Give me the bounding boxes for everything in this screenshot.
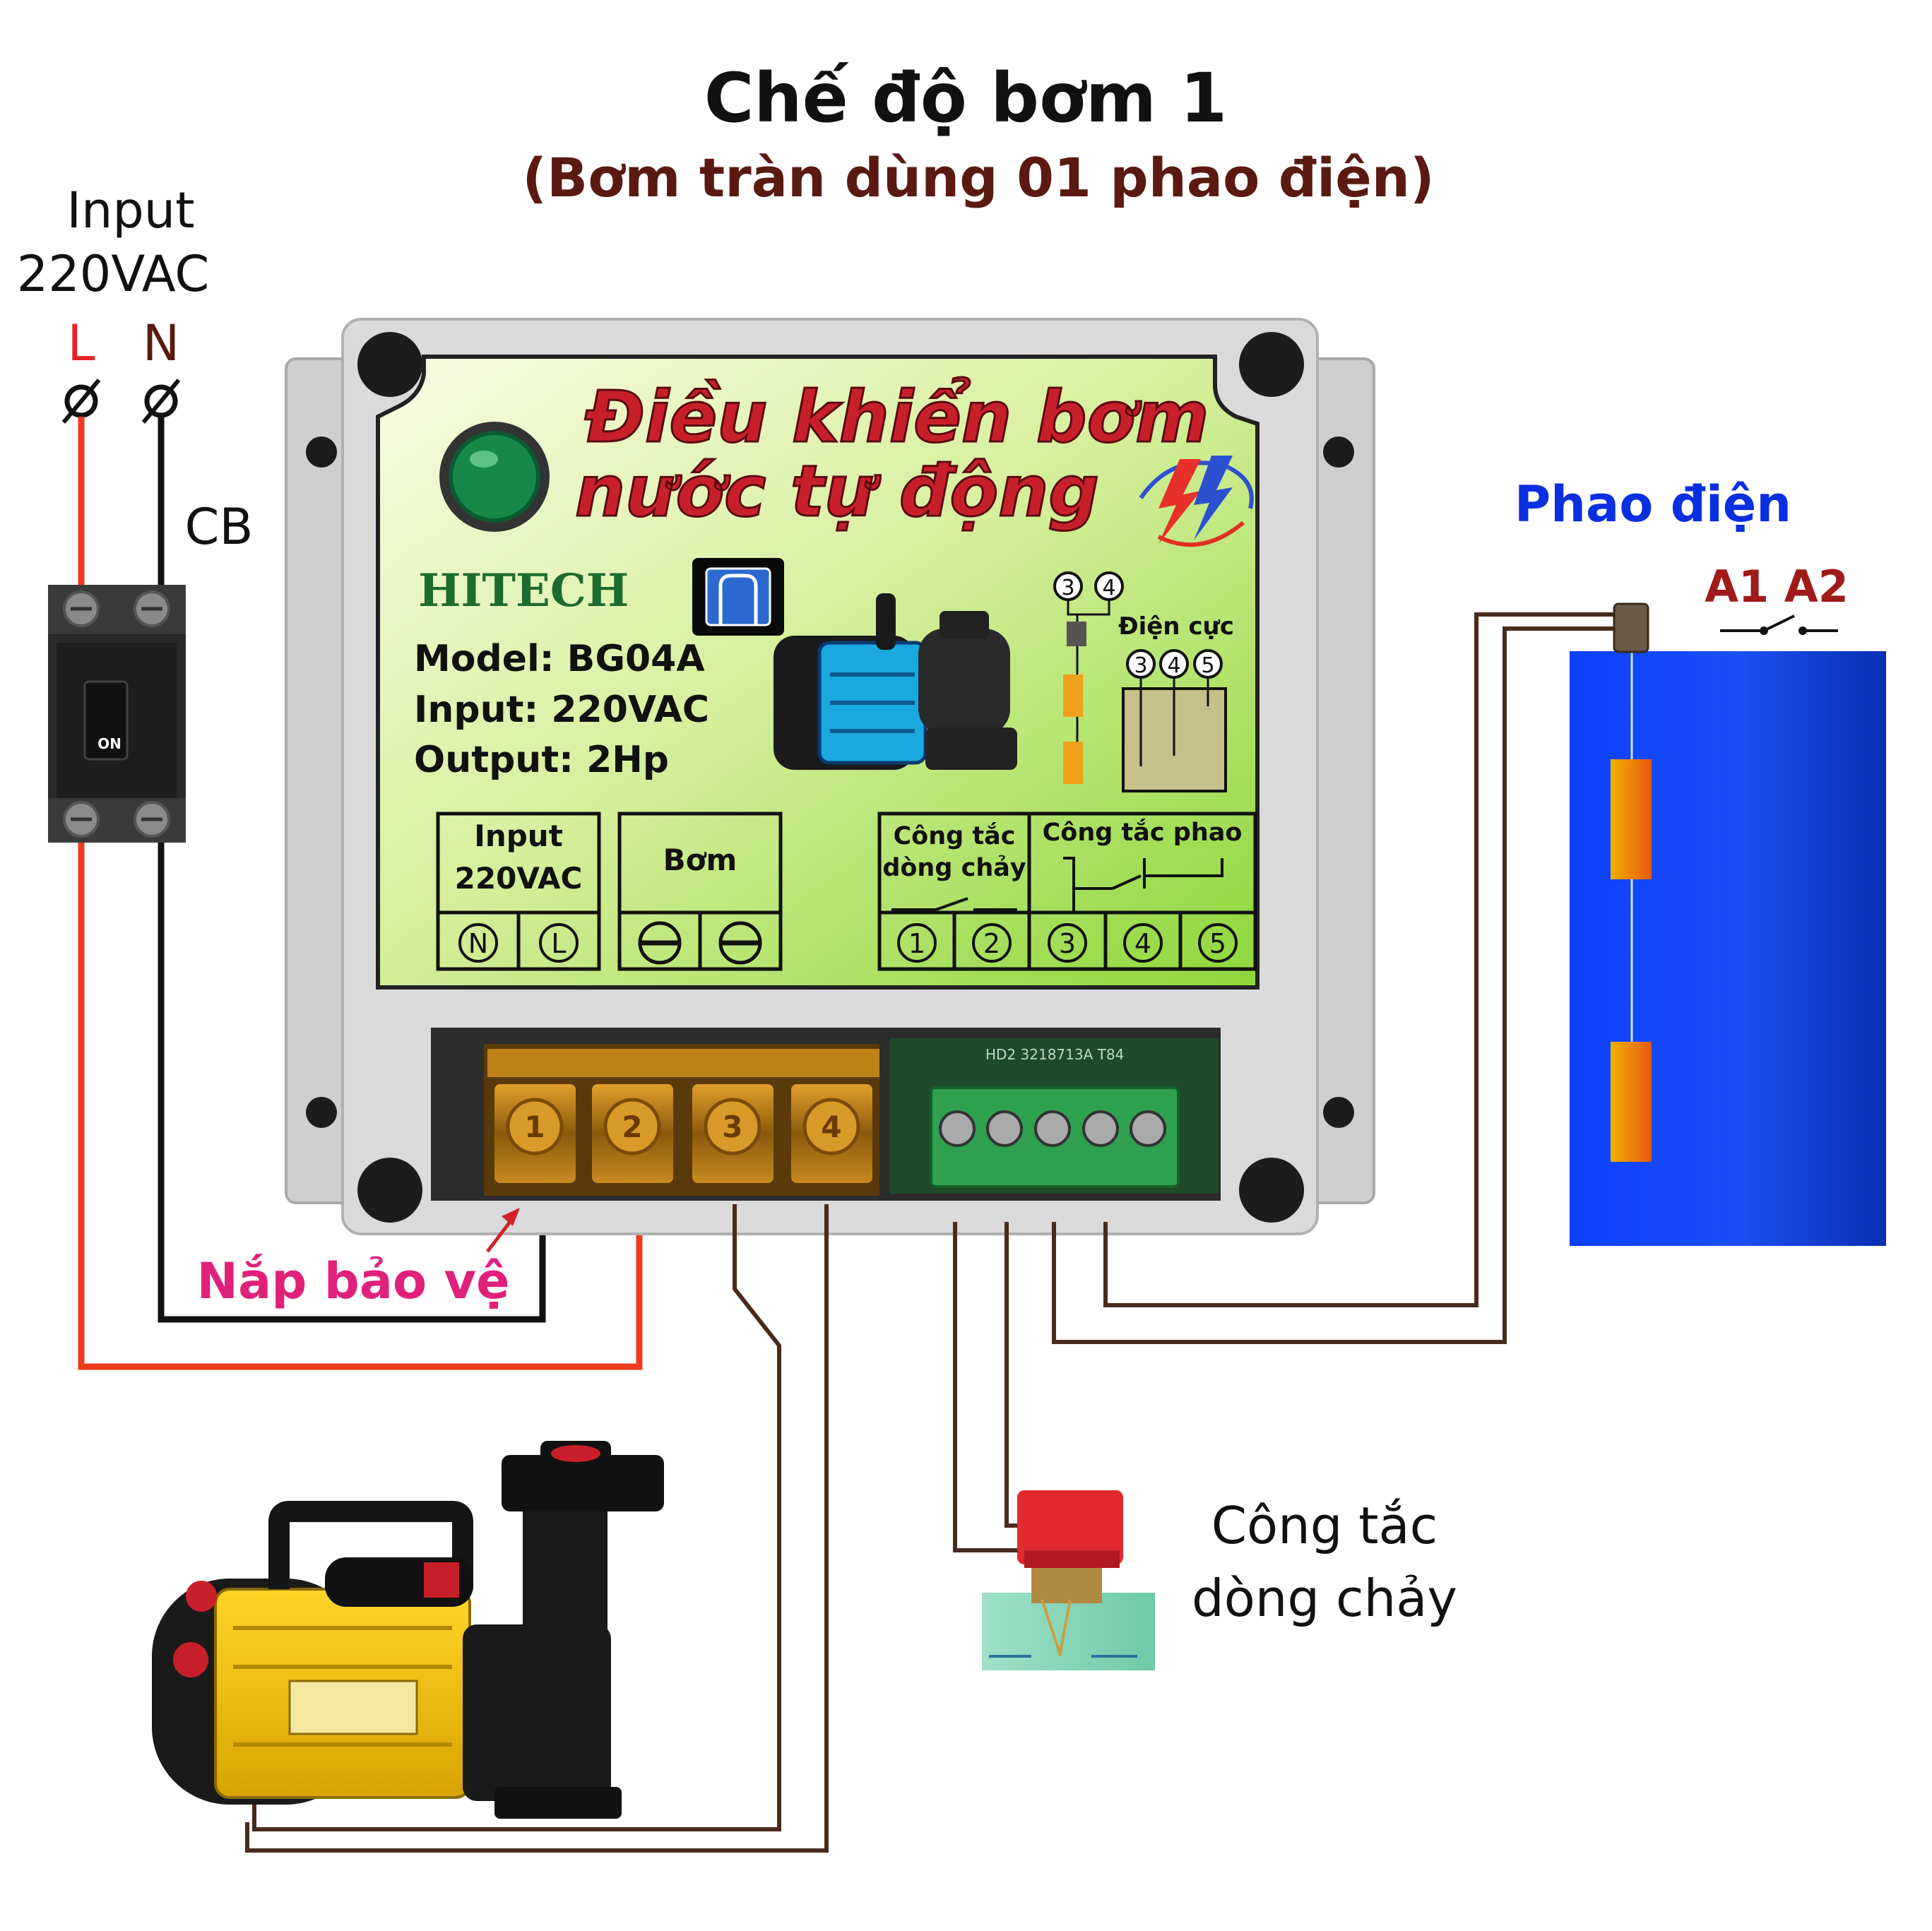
power-terminal-block: 1 2 3 4 [484,1044,879,1196]
wire-l-bottom [78,840,643,1370]
terminal-2: 2 [983,928,1000,959]
box-input-line2: 220VAC [455,861,583,896]
a1a2-label: A1 A2 [1705,561,1849,612]
wire-n-bottom [158,840,546,1323]
flow-switch-label-line2: dòng chảy [1192,1569,1457,1628]
cb-label: CB [185,498,254,556]
terminal-l: L [551,928,566,959]
screw-hole-icon [1239,332,1304,397]
box-flow-line1: Công tắc [894,821,1016,850]
float-switch-symbol-icon [1063,857,1223,911]
screw-icon [1082,1110,1119,1147]
screw-icon [1130,1110,1166,1147]
wire-float-2 [1103,612,1618,1307]
switch-symbol-icon [1720,614,1838,635]
supply-label-line1: Input [66,182,194,239]
controller-label-panel: Điều khiển bơm nước tự động HITECH Model… [414,375,1257,971]
terminal-5: 5 [1209,928,1226,959]
box-input-line1: Input [474,819,563,853]
screw-terminal-icon [592,1084,673,1183]
n-terminal-icon [141,379,181,424]
electrode-top-3: 3 [1061,576,1074,600]
screw-icon [986,1110,1023,1147]
supply-label-line2: 220VAC [17,245,210,303]
float-label: Phao điện [1515,475,1791,533]
supply-n-label: N [143,314,179,372]
terminal-n: N [468,928,488,959]
indicator-led-icon [449,431,540,523]
terminal-1: 1 [908,928,925,959]
circuit-breaker: ON [48,585,186,843]
wire-pump-2 [245,1204,829,1853]
screw-icon [1034,1110,1071,1147]
pump-terminal-icon [718,921,762,965]
electrode-5: 5 [1201,653,1214,678]
chip-icon [692,558,784,636]
wire-pump-1 [252,1204,781,1831]
pcb-code-text: HD2 3218713A T84 [985,1046,1124,1063]
flow-switch-symbol-icon [891,897,1017,911]
float-lower-icon [1611,1042,1652,1162]
l-terminal-icon [61,379,101,424]
water-tank [1570,602,1886,1246]
terminal-4: 4 [1134,928,1151,959]
terminal-block-3: 3 [722,1110,742,1144]
wire-flow-1 [953,1222,1042,1552]
terminal-block-2: 2 [622,1110,642,1144]
wire-flow-2 [1004,1222,1042,1528]
page-title: Chế độ bơm 1 [704,59,1227,138]
small-pump-icon [774,593,1017,770]
wire-float-1 [1052,626,1618,1344]
brand-name: HITECH [418,564,629,617]
float-head-icon [1613,602,1649,653]
electrode-4: 4 [1167,653,1180,678]
panel-heading-line1: Điều khiển bơm [585,376,1209,458]
brand-logo-icon [1139,456,1254,547]
box-flow-line2: dòng chảy [882,854,1026,882]
output-text: Output: 2Hp [414,739,669,781]
controller-enclosure [285,318,1375,1235]
signal-terminal-block: HD2 3218713A T84 [890,1038,1219,1194]
cover-label: Nắp bảo vệ [196,1252,509,1310]
supply-l-label: L [68,314,95,372]
box-float-label: Công tắc phao [1043,818,1243,847]
electrode-diagram: 3 4 Điện cực 3 4 5 [1053,571,1234,792]
float-upper-icon [1611,759,1652,879]
electrode-title: Điện cực [1118,612,1234,641]
flow-switch-label-line1: Công tắc [1211,1496,1438,1555]
flow-switch-device [982,1490,1155,1670]
terminal-block-4: 4 [821,1110,841,1144]
box-pump-label: Bơm [663,843,737,877]
screw-hole-icon [357,1158,422,1223]
input-text: Input: 220VAC [414,689,709,731]
screw-hole-icon [1239,1158,1304,1223]
page-subtitle: (Bơm tràn dùng 01 phao điện) [522,146,1434,209]
screw-terminal-icon [791,1084,872,1183]
electrode-top-4: 4 [1102,576,1115,600]
water-pump-illustration [152,1441,664,1819]
terminal-block-1: 1 [524,1110,545,1144]
box-input-220vac: Input 220VAC N L [436,812,601,971]
model-text: Model: BG04A [414,638,705,680]
terminal-3: 3 [1059,928,1076,959]
electrode-3: 3 [1134,653,1147,678]
screw-hole-icon [357,332,422,397]
box-pump: Bơm [617,812,783,971]
pump-terminal-icon [638,921,682,965]
cb-on-text: ON [97,735,122,752]
box-switches: Công tắc dòng chảy Công tắc phao 1 2 3 [877,812,1257,971]
screw-icon [939,1110,976,1147]
panel-heading-line2: nước tự động [575,450,1099,533]
screw-terminal-icon [692,1084,774,1183]
screw-terminal-icon [494,1084,576,1183]
arrow-icon [486,1208,520,1253]
